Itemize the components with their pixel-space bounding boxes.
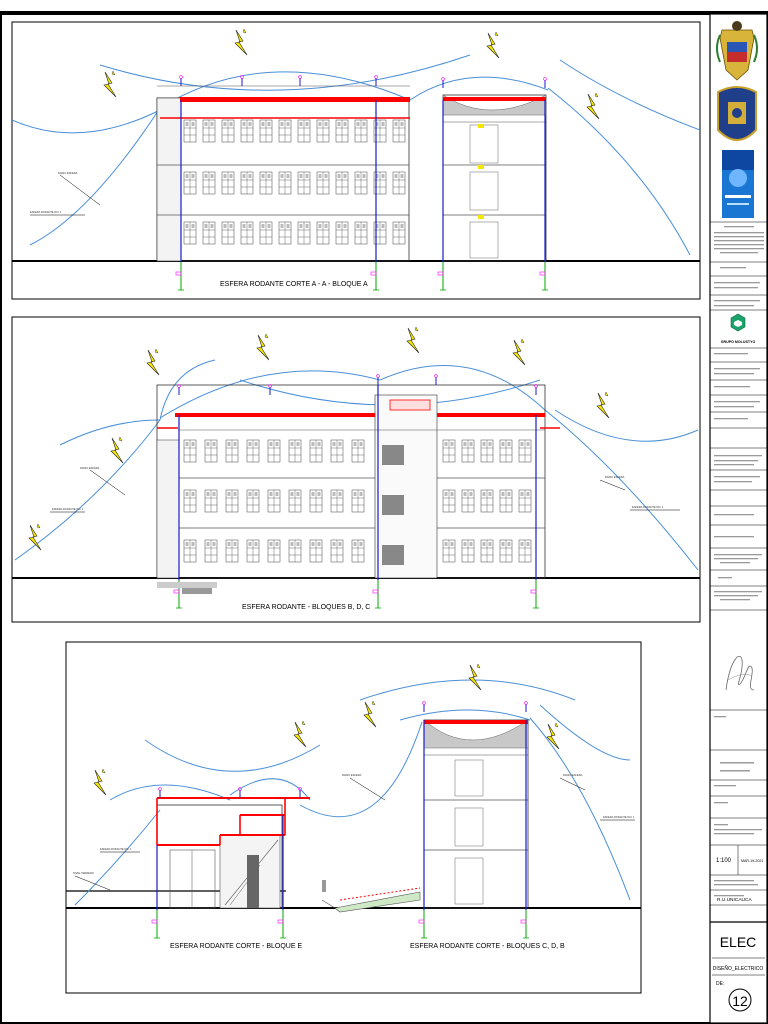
discipline-code: ELEC xyxy=(720,934,757,950)
svg-text:RADIO ESFERA: RADIO ESFERA xyxy=(342,773,362,777)
sheet-number-circle xyxy=(728,988,752,1012)
scale-value: 1:100 xyxy=(716,858,732,864)
panel-2-bloques-b-d-c: RADIO ESFERA ESFERA RODANTE NIV. 1 RADIO… xyxy=(11,316,701,623)
signature xyxy=(725,655,755,691)
lightning-icon xyxy=(146,348,160,376)
title-block: GRUPO MOLUSTYO 1:100 MAR-19-2021 R.U.UNI… xyxy=(709,13,768,1024)
panel-1-bloque-a: RADIO ESFERA ESFERA RODANTE NIV. 1 ESFER… xyxy=(11,21,701,300)
lightning-icon xyxy=(468,663,482,691)
date-value: MAR-19-2021 xyxy=(741,859,763,863)
svg-text:RADIO ESFERA: RADIO ESFERA xyxy=(563,773,583,777)
svg-text:ESFERA RODANTE NIV. 1: ESFERA RODANTE NIV. 1 xyxy=(100,847,132,851)
coat-of-arms-logo xyxy=(716,21,758,81)
institution-logo xyxy=(722,150,754,218)
lightning-icon xyxy=(293,720,307,748)
svg-text:RADIO ESFERA: RADIO ESFERA xyxy=(80,466,100,470)
building-e-section xyxy=(151,787,310,939)
caption-bloque-a: ESFERA RODANTE CORTE A - A - BLOQUE A xyxy=(220,281,368,288)
caption-bloques-c-d-b: ESFERA RODANTE CORTE - BLOQUES C, D, B xyxy=(410,943,565,950)
caption-bloques-b-d-c: ESFERA RODANTE - BLOQUES B, D, C xyxy=(242,604,370,611)
lightning-icon xyxy=(586,92,600,120)
lightning-icon xyxy=(512,338,526,366)
lightning-icon xyxy=(234,28,248,56)
sheet-prefix: DE: xyxy=(716,981,724,987)
panel-3-bloques-e-c-d-b: RADIO ESFERA ESFERA RODANTE NIV. 1 NIVEL… xyxy=(65,641,642,994)
svg-text:RADIO ESFERA: RADIO ESFERA xyxy=(605,475,625,479)
svg-text:ESFERA RODANTE NIV. 1: ESFERA RODANTE NIV. 1 xyxy=(52,507,84,511)
svg-text:ESFERA RODANTE NIV. 1: ESFERA RODANTE NIV. 1 xyxy=(603,815,635,819)
lightning-icon xyxy=(28,523,42,551)
lightning-icon xyxy=(546,722,560,750)
lightning-icon xyxy=(256,333,270,361)
lightning-icon xyxy=(110,436,124,464)
building-cdb-section xyxy=(418,701,530,939)
svg-text:ESFERA RODANTE NIV. 1: ESFERA RODANTE NIV. 1 xyxy=(632,505,664,509)
plan-type: DISEÑO_ELECTRICO xyxy=(713,965,764,972)
svg-text:ESFERA RODANTE NIV. 1: ESFERA RODANTE NIV. 1 xyxy=(30,210,62,214)
lightning-icon xyxy=(363,700,377,728)
lightning-icon xyxy=(486,31,500,59)
svg-text:NIVEL TERRENO: NIVEL TERRENO xyxy=(73,871,94,875)
lightning-icon xyxy=(93,768,107,796)
lightning-icon xyxy=(406,326,420,354)
building-a-elevation xyxy=(156,75,410,291)
lightning-icon xyxy=(103,70,117,98)
buildings-b-d-c-elevation xyxy=(156,374,560,609)
lightning-icon xyxy=(596,391,610,419)
sheet-number: 12 xyxy=(732,993,748,1009)
project-short-name: R.U.UNICAUCA xyxy=(717,897,752,903)
svg-text:RADIO ESFERA: RADIO ESFERA xyxy=(58,171,78,175)
caption-bloque-e: ESFERA RODANTE CORTE - BLOQUE E xyxy=(170,943,302,950)
company-logo: GRUPO MOLUSTYO xyxy=(721,313,756,344)
building-a-section xyxy=(437,77,549,291)
university-shield-logo xyxy=(717,86,757,141)
walkway-ramp xyxy=(321,880,421,913)
company-name: GRUPO MOLUSTYO xyxy=(721,340,756,344)
